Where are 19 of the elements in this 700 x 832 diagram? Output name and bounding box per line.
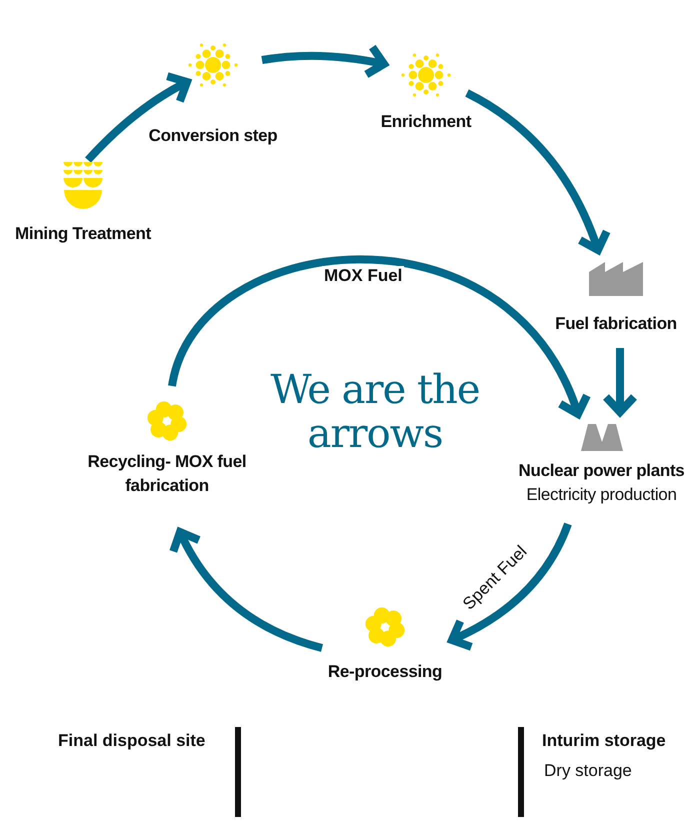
node-label: Mining Treatment xyxy=(15,223,151,245)
node-label: Electricity production xyxy=(526,484,677,506)
node-label: Recycling- MOX fuel fabrication xyxy=(86,451,248,497)
node-label: Nuclear power plants xyxy=(518,460,684,482)
site-label: Final disposal site xyxy=(58,731,206,751)
node-label: Conversion step xyxy=(148,125,278,147)
title: We are the arrows xyxy=(269,368,481,456)
node-label: Re-processing xyxy=(328,661,442,683)
node-label: Fuel fabrication xyxy=(555,313,677,335)
arrow xyxy=(261,43,388,79)
site-label: Dry storage xyxy=(544,761,632,781)
node-label: Enrichment xyxy=(380,111,472,133)
arrow xyxy=(602,348,638,416)
arrow xyxy=(465,89,610,254)
site-label: Inturim storage xyxy=(542,731,666,751)
arrow xyxy=(448,522,572,650)
arrow xyxy=(170,528,324,652)
arrow xyxy=(85,72,191,163)
arrow xyxy=(168,256,589,418)
